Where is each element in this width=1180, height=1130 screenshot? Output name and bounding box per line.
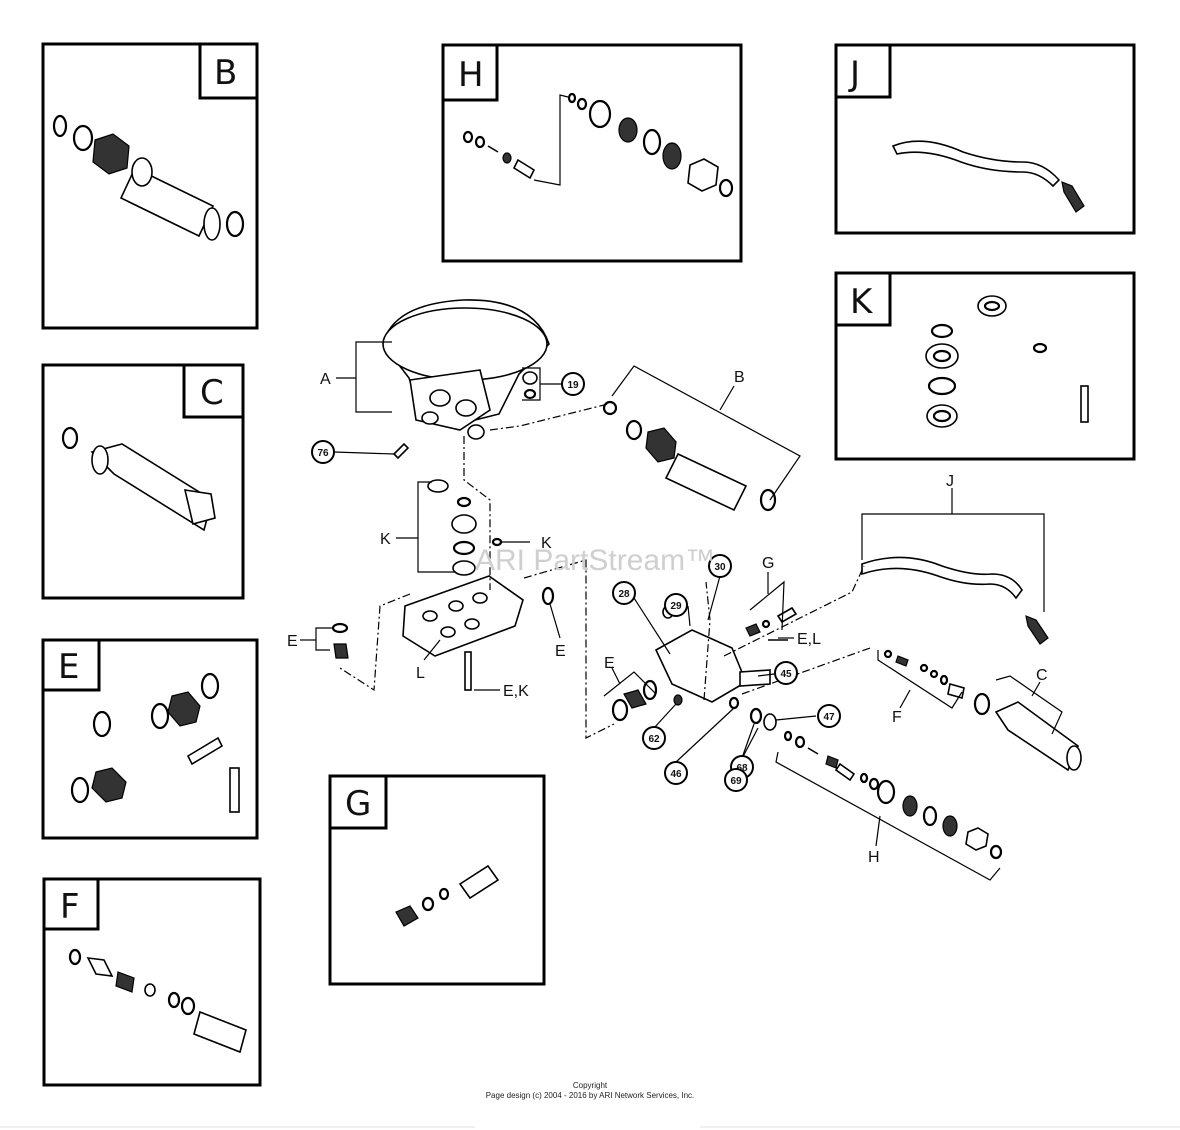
leader-lines — [300, 341, 1063, 881]
label-f: F — [892, 709, 902, 726]
panel-g: G — [328, 774, 546, 986]
label-e-mid: E — [555, 643, 566, 660]
callout-28: 28 — [618, 589, 630, 600]
label-b: B — [734, 369, 745, 386]
panel-h: H — [441, 43, 743, 263]
panel-b-letter: B — [214, 53, 237, 93]
panel-f-letter: F — [60, 887, 80, 927]
callouts: 19 76 30 29 28 45 62 46 68 47 69 — [311, 372, 841, 792]
label-j: J — [946, 473, 954, 490]
letter-labels: A B C E E E E,K E,L F G H J K K L — [287, 369, 1048, 866]
copyright-title: Copyright — [572, 1081, 608, 1090]
label-l: L — [416, 665, 425, 682]
flow-paths — [339, 403, 871, 739]
label-e-block: E — [604, 655, 615, 672]
label-e-k: E,K — [503, 683, 529, 700]
callout-30: 30 — [714, 562, 726, 573]
callout-68: 68 — [736, 763, 748, 774]
panel-c-letter: C — [200, 373, 224, 413]
label-e-left: E — [287, 633, 298, 650]
label-e-l: E,L — [797, 631, 821, 648]
label-a: A — [320, 371, 331, 388]
callout-47: 47 — [823, 712, 835, 723]
panel-j-letter: J — [848, 54, 860, 94]
panel-b: B — [41, 42, 259, 330]
panel-f: F — [42, 877, 262, 1087]
panel-e: E — [41, 638, 259, 840]
label-g: G — [762, 555, 774, 572]
panel-c: C — [41, 363, 245, 600]
panel-g-letter: G — [345, 784, 371, 824]
label-h: H — [868, 849, 880, 866]
panel-h-letter: H — [458, 55, 484, 95]
label-k-left: K — [380, 531, 391, 548]
callout-76: 76 — [317, 448, 329, 459]
copyright-text: Page design (c) 2004 - 2016 by ARI Netwo… — [485, 1091, 695, 1100]
callout-29: 29 — [670, 601, 682, 612]
callout-46: 46 — [670, 769, 682, 780]
label-c: C — [1036, 667, 1048, 684]
panel-j: J — [834, 43, 1136, 235]
panel-k-letter: K — [850, 282, 874, 322]
watermark: ARI PartStream™ — [475, 544, 715, 577]
panel-k: K — [834, 271, 1136, 461]
panel-e-letter: E — [58, 647, 79, 687]
callout-69: 69 — [730, 776, 742, 787]
callout-45: 45 — [780, 669, 792, 680]
label-k-right: K — [541, 535, 552, 552]
callout-62: 62 — [648, 734, 660, 745]
callout-19: 19 — [567, 380, 579, 391]
